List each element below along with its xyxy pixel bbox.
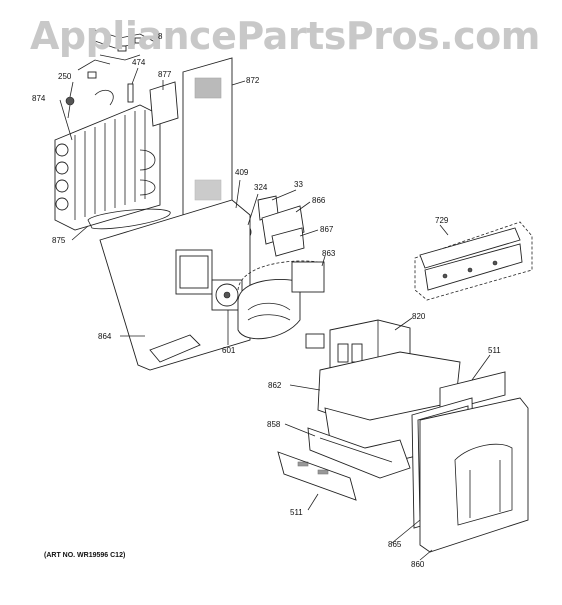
callout-label: 601 (222, 346, 236, 355)
callout-label: 862 (268, 381, 282, 390)
callout-label: 820 (412, 312, 426, 321)
callout-label: 863 (322, 249, 336, 258)
callout-label: 864 (98, 332, 112, 341)
slide-rail-part (277, 451, 357, 501)
mounting-panel-part (99, 199, 251, 371)
clip-part (127, 83, 134, 103)
ice-shelf-part (307, 427, 411, 479)
bracket-panel-part (149, 81, 179, 127)
callout-label: 860 (411, 560, 425, 569)
leader-lines (59, 67, 491, 561)
control-board-group (414, 221, 533, 301)
callout-label: 858 (267, 420, 281, 429)
cover-part (271, 227, 305, 257)
art-number-label: (ART NO. WR19596 C12) (44, 552, 126, 559)
fan-part (211, 279, 243, 311)
evaporator-part (54, 89, 161, 231)
heater-loop-part (87, 208, 171, 230)
callout-label: 729 (435, 216, 449, 225)
callout-label: 8 (158, 32, 163, 41)
callout-label: 866 (312, 196, 326, 205)
sensor-part (65, 96, 75, 119)
callout-label: 324 (254, 183, 268, 192)
callout-label: 875 (52, 236, 66, 245)
dispenser-door-part (419, 397, 529, 553)
callout-label: 511 (488, 346, 501, 355)
callout-label: 33 (294, 180, 303, 189)
callout-label: 874 (32, 94, 46, 103)
callout-label: 250 (58, 72, 72, 81)
callout-label: 877 (158, 70, 172, 79)
callout-label: 867 (320, 225, 334, 234)
fan-shroud-part (237, 260, 325, 340)
callout-label: 872 (246, 76, 260, 85)
callout-label: 511 (290, 508, 303, 517)
callout-label: 474 (132, 58, 146, 67)
watermark-logo: AppliancePartsPros.com (30, 14, 540, 58)
wire-harness-part (77, 29, 156, 79)
callout-label: 865 (388, 540, 402, 549)
callout-label: 409 (235, 168, 249, 177)
